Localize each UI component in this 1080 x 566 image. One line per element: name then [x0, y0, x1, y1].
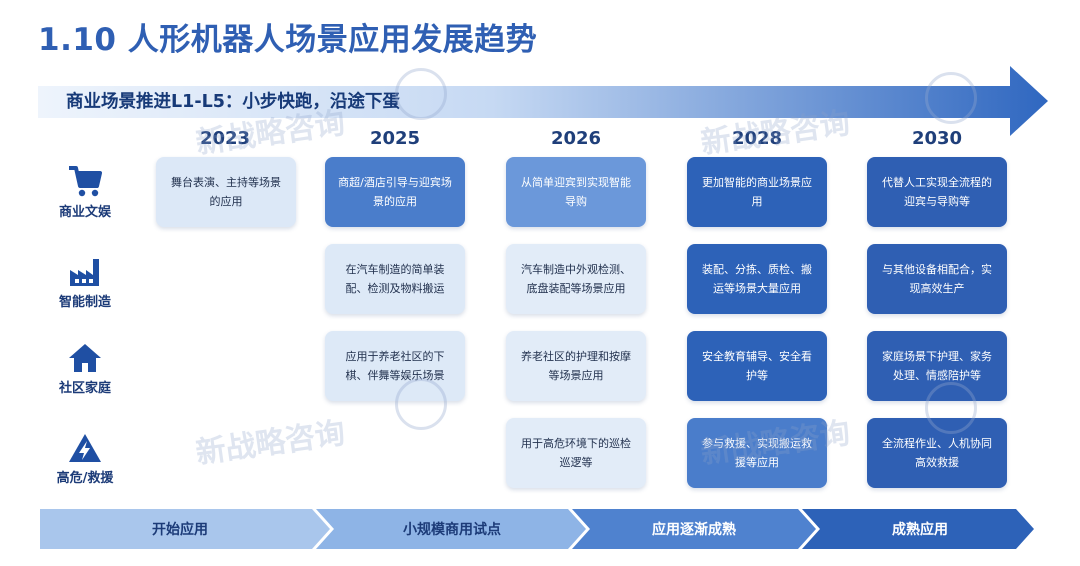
stage-label-2: 小规模商用试点 — [403, 522, 501, 538]
card-commerce-2025: 商超/酒店引导与迎宾场景的应用 — [325, 157, 465, 227]
stage-label-3: 应用逐渐成熟 — [652, 522, 736, 538]
card-manufacturing-2028: 装配、分拣、质检、搬运等场景大量应用 — [687, 244, 827, 314]
card-community-2030: 家庭场景下护理、家务处理、情感陪护等 — [867, 331, 1007, 401]
category-hazard: 高危/救援 — [48, 432, 122, 486]
category-label: 社区家庭 — [58, 381, 111, 396]
card-manufacturing-2025: 在汽车制造的简单装配、检测及物料搬运 — [325, 244, 465, 314]
category-manufacturing: 智能制造 — [48, 256, 122, 310]
card-community-2026: 养老社区的护理和按摩等场景应用 — [506, 331, 646, 401]
page-title: 1.10 人形机器人场景应用发展趋势 — [38, 22, 538, 58]
year-2028: 2028 — [731, 128, 783, 149]
card-manufacturing-2030: 与其他设备相配合，实现高效生产 — [867, 244, 1007, 314]
stage-label-1: 开始应用 — [152, 522, 208, 538]
year-2023: 2023 — [199, 128, 251, 149]
category-label: 智能制造 — [58, 295, 111, 310]
card-hazard-2030: 全流程作业、人机协同高效救援 — [867, 418, 1007, 488]
card-commerce-2028: 更加智能的商业场景应用 — [687, 157, 827, 227]
card-community-2028: 安全教育辅导、安全看护等 — [687, 331, 827, 401]
category-community: 社区家庭 — [48, 342, 122, 396]
stage-chevron-3 — [572, 509, 816, 549]
banner-text: 商业场景推进L1-L5：小步快跑，沿途下蛋 — [66, 92, 400, 112]
card-commerce-2026: 从简单迎宾到实现智能导购 — [506, 157, 646, 227]
card-manufacturing-2026: 汽车制造中外观检测、底盘装配等场景应用 — [506, 244, 646, 314]
timeline-arrow — [38, 66, 1048, 136]
category-commerce: 商业文娱 — [48, 164, 122, 220]
cart-icon — [69, 166, 102, 197]
category-label: 高危/救援 — [56, 471, 114, 486]
stage-chevron-2 — [316, 509, 586, 549]
card-hazard-2028: 参与救援、实现搬运救援等应用 — [687, 418, 827, 488]
home-icon — [69, 344, 101, 372]
year-2025: 2025 — [369, 128, 421, 149]
card-commerce-2030: 代替人工实现全流程的迎宾与导购等 — [867, 157, 1007, 227]
stage-chevron-1 — [40, 509, 330, 549]
factory-icon — [70, 259, 99, 286]
category-label: 商业文娱 — [58, 205, 111, 220]
year-2030: 2030 — [911, 128, 963, 149]
hazard-icon — [69, 434, 101, 462]
stage-chevron-4 — [802, 509, 1034, 549]
card-hazard-2026: 用于高危环境下的巡检巡逻等 — [506, 418, 646, 488]
card-commerce-2023: 舞台表演、主持等场景的应用 — [156, 157, 296, 227]
stage-label-4: 成熟应用 — [892, 522, 948, 538]
year-2026: 2026 — [550, 128, 602, 149]
card-community-2025: 应用于养老社区的下棋、伴舞等娱乐场景 — [325, 331, 465, 401]
